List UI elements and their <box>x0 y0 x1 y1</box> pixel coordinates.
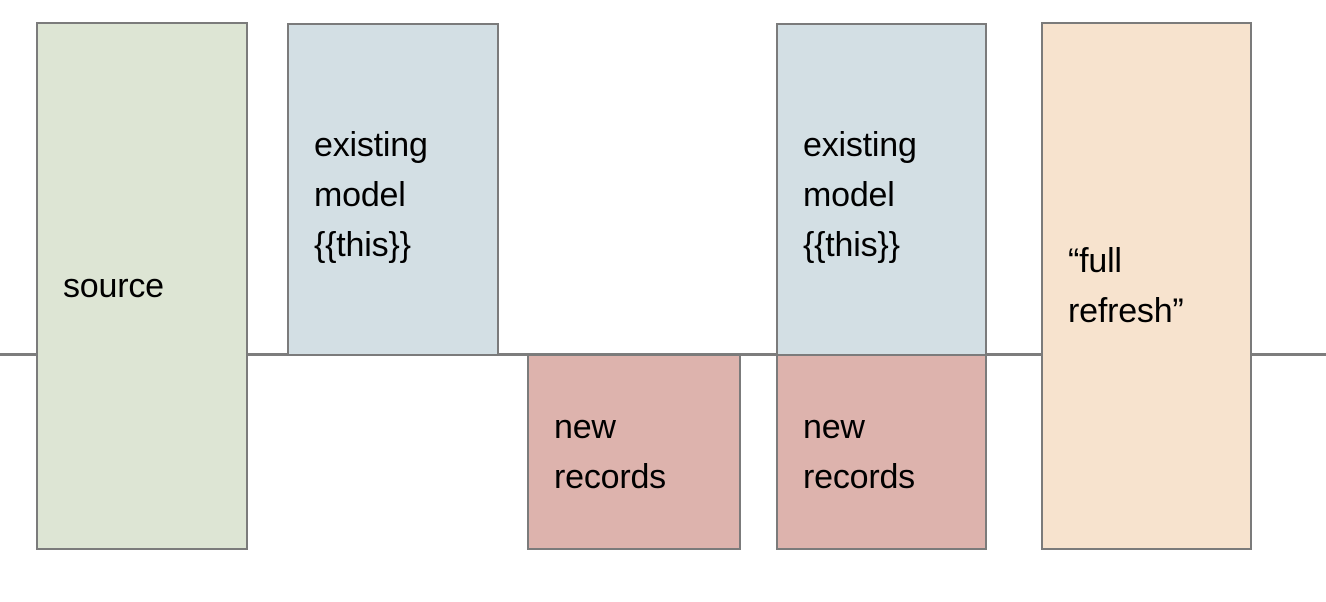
box-new-records-2[interactable]: new records <box>776 354 987 550</box>
box-full-refresh[interactable]: “full refresh” <box>1041 22 1252 550</box>
box-source[interactable]: source <box>36 22 248 550</box>
box-new-records-2-label: new records <box>803 408 915 496</box>
box-existing-model-1-label: existing model {{this}} <box>314 126 428 264</box>
box-new-records-1[interactable]: new records <box>527 354 741 550</box>
box-existing-model-2-label: existing model {{this}} <box>803 126 917 264</box>
box-existing-model-2[interactable]: existing model {{this}} <box>776 23 987 356</box>
box-existing-model-1[interactable]: existing model {{this}} <box>287 23 499 356</box>
box-full-refresh-label: “full refresh” <box>1068 242 1184 330</box>
box-new-records-1-label: new records <box>554 408 666 496</box>
box-source-label: source <box>63 267 164 305</box>
